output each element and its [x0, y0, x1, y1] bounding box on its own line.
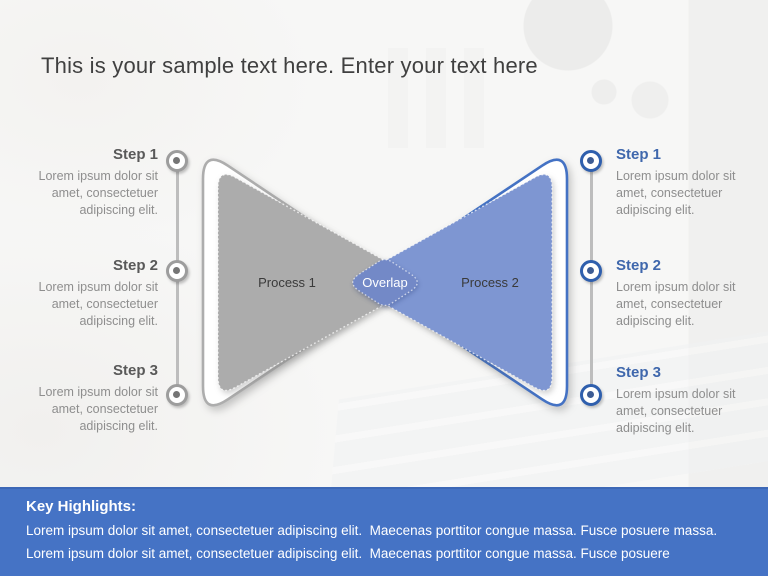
- step-description-line: adipiscing elit.: [79, 419, 158, 433]
- step-title: Step 2: [112, 257, 158, 274]
- key-highlights-line-2: Lorem ipsum dolor sit amet, consectetuer…: [26, 546, 670, 561]
- step-description-line: amet, consectetuer: [616, 404, 723, 418]
- step-description-line: amet, consectetuer: [616, 186, 723, 200]
- step-description-line: amet, consectetuer: [51, 402, 158, 416]
- step-description-line: Lorem ipsum dolor sit: [616, 169, 736, 183]
- step-description-line: adipiscing elit.: [616, 421, 695, 435]
- right-step-1: Step 1 Lorem ipsum dolor sit amet, conse…: [616, 145, 754, 219]
- step-description-line: amet, consectetuer: [616, 297, 723, 311]
- step-description-line: Lorem ipsum dolor sit: [616, 280, 736, 294]
- step-node-icon: [580, 150, 602, 172]
- step-node-icon: [580, 384, 602, 406]
- key-highlights-heading: Key Highlights:: [26, 498, 137, 515]
- right-step-3: Step 3 Lorem ipsum dolor sit amet, conse…: [616, 363, 754, 437]
- left-step-1: Step 1 Lorem ipsum dolor sit amet, conse…: [20, 145, 159, 219]
- step-description-line: amet, consectetuer: [51, 186, 158, 200]
- step-description-line: Lorem ipsum dolor sit: [38, 385, 159, 399]
- step-description-line: Lorem ipsum dolor sit: [38, 169, 159, 183]
- overlap-shape: [352, 259, 418, 306]
- step-node-icon: [166, 260, 188, 282]
- key-highlights-line-1: Lorem ipsum dolor sit amet, consectetuer…: [26, 523, 718, 538]
- step-title: Step 3: [112, 362, 158, 379]
- step-description-line: adipiscing elit.: [79, 203, 158, 217]
- left-step-2: Step 2 Lorem ipsum dolor sit amet, conse…: [20, 256, 159, 330]
- background-bar-chart: [388, 48, 498, 148]
- step-title: Step 2: [616, 257, 662, 274]
- process1-label: Process 1: [258, 275, 316, 290]
- step-description-line: adipiscing elit.: [616, 314, 695, 328]
- process2-label: Process 2: [461, 275, 519, 290]
- key-highlights-band: Key Highlights: Lorem ipsum dolor sit am…: [0, 487, 768, 576]
- step-description-line: amet, consectetuer: [51, 297, 158, 311]
- step-description-line: adipiscing elit.: [616, 203, 695, 217]
- right-step-2: Step 2 Lorem ipsum dolor sit amet, conse…: [616, 256, 754, 330]
- overlap-label: Overlap: [362, 275, 408, 290]
- step-node-icon: [166, 150, 188, 172]
- step-description-line: Lorem ipsum dolor sit: [616, 387, 736, 401]
- slide-title: This is your sample text here. Enter you…: [41, 53, 538, 78]
- step-node-icon: [166, 384, 188, 406]
- step-node-icon: [580, 260, 602, 282]
- step-title: Step 1: [112, 146, 158, 163]
- left-step-3: Step 3 Lorem ipsum dolor sit amet, conse…: [20, 361, 159, 435]
- step-description-line: adipiscing elit.: [79, 314, 158, 328]
- step-description-line: Lorem ipsum dolor sit: [38, 280, 159, 294]
- step-title: Step 1: [616, 146, 662, 163]
- step-title: Step 3: [616, 364, 662, 381]
